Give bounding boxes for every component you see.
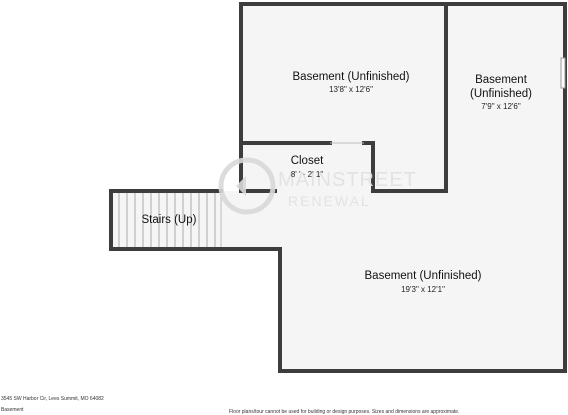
- floor-basement-right: [446, 4, 565, 191]
- watermark: MAINSTREET RENEWAL: [218, 157, 417, 215]
- stair-treads: [118, 193, 216, 247]
- room-basement-right-name-2: (Unfinished): [470, 88, 532, 100]
- footer-disclaimer: Floor plans/tour cannot be used for buil…: [229, 409, 460, 415]
- openings: [220, 57, 566, 247]
- watermark-line1: MAINSTREET: [278, 169, 417, 191]
- room-basement-right-dims: 7'9" x 12'6": [481, 102, 521, 111]
- footer-level: Basement: [1, 407, 24, 413]
- watermark-logo-icon: [218, 157, 276, 215]
- floor-basement-left: [241, 4, 446, 191]
- room-basement-left-name: Basement (Unfinished): [293, 71, 410, 83]
- room-closet-dims: 8' ' · 2' 1": [291, 170, 323, 179]
- room-basement-lower-name: Basement (Unfinished): [365, 270, 482, 282]
- room-basement-lower-dims: 19'3" x 12'1": [401, 285, 445, 294]
- floor-stairs: [111, 191, 221, 249]
- room-stairs-name: Stairs (Up): [142, 214, 197, 226]
- floor-basement-lower-main: [280, 249, 565, 371]
- room-basement-left-dims: 13'8" x 12'6": [329, 85, 373, 94]
- room-basement-right-name-1: Basement: [475, 74, 528, 86]
- footer-address: 3545 SW Harbor Cir, Lees Summit, MO 6408…: [1, 396, 104, 402]
- floor-areas: [111, 4, 565, 371]
- watermark-line2: RENEWAL: [288, 193, 371, 209]
- floor-basement-lower: [221, 191, 565, 249]
- room-closet-name: Closet: [291, 155, 324, 167]
- walls: [109, 2, 567, 373]
